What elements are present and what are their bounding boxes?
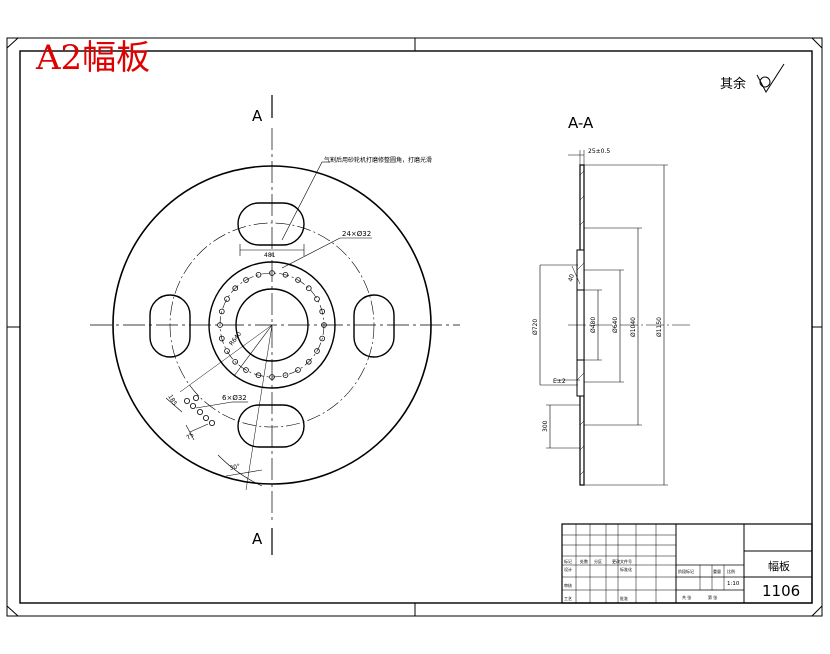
title-block <box>561 523 813 604</box>
bolt-hole <box>269 374 275 380</box>
tb-col-2: 更改文件号 <box>612 558 632 564</box>
bolt-hole <box>219 308 225 315</box>
bolt-hole <box>243 277 249 283</box>
vent-holes-dim: 6×Ø32 <box>222 394 247 402</box>
section-label-top: A <box>252 107 263 125</box>
top-thickness-dim: 25±0.5 <box>588 148 610 155</box>
bolt-hole <box>224 296 230 302</box>
bolt-hole <box>282 372 289 379</box>
title-overlay: A2幅板 <box>36 38 151 78</box>
bolt-hole <box>305 358 312 365</box>
sheet-border <box>6 37 823 617</box>
bolt-hole <box>243 367 249 373</box>
bolt-hole <box>314 296 320 302</box>
dia-720-dim: Ø720 <box>532 319 539 335</box>
tb-row-3: 工艺 <box>564 596 572 601</box>
slot-width-dim: 481 <box>264 252 276 259</box>
section-title: A-A <box>568 114 594 132</box>
bolt-hole <box>224 348 230 354</box>
roughness-symbol-icon <box>756 63 785 93</box>
scale: 1:10 <box>727 581 740 587</box>
dia-480-dim: Ø480 <box>590 317 597 333</box>
bolt-hole <box>255 271 262 278</box>
roughness-note: 其余 <box>720 63 785 93</box>
tb-stage-2: 比例 <box>727 568 735 574</box>
dim-300: 300 <box>542 420 549 432</box>
dia-1040-dim: Ø1040 <box>630 317 637 337</box>
vent-holes <box>183 394 215 426</box>
tb-sheet-0: 共 张 <box>682 594 691 600</box>
bolt-hole <box>269 270 275 276</box>
svg-text:其余: 其余 <box>720 76 746 92</box>
bolt-holes-dim: 24×Ø32 <box>342 230 371 238</box>
bolt-hole <box>217 322 223 328</box>
tb-row-2: 审核 <box>564 582 572 588</box>
bolt-hole <box>282 271 289 278</box>
bolt-hole <box>321 322 327 328</box>
bolt-hole <box>314 348 320 354</box>
tb-row-0: 标记 <box>564 558 572 564</box>
dim-185: 185 <box>166 394 178 408</box>
dia-1150-dim: Ø1150 <box>656 317 663 337</box>
tb-stage-1: 重量 <box>713 568 721 574</box>
tb-std: 标准化 <box>620 566 632 572</box>
title-block-text: 幅板 1106 1:10 标记 设计 审核 工艺 处数 分区 更改文件号 标准化… <box>564 558 800 601</box>
bolt-hole <box>255 372 262 379</box>
section-view <box>539 150 692 486</box>
tb-col-0: 处数 <box>580 558 588 564</box>
part-name: 幅板 <box>768 559 790 573</box>
dia-640-dim: Ø640 <box>612 317 619 333</box>
title-block-grid <box>562 524 676 603</box>
front-view <box>90 95 460 555</box>
leader-note: 气割后用砂轮机打磨修整圆角，打磨光滑 <box>324 156 432 164</box>
bolt-hole <box>319 335 326 342</box>
tb-col-1: 分区 <box>594 558 602 564</box>
hub-thickness-dim: 40 <box>567 273 576 282</box>
tb-stage-0: 阶段标记 <box>678 568 694 574</box>
bolt-hole <box>219 335 225 342</box>
bolt-hole <box>305 285 312 292</box>
bolt-circle-dim: R640 <box>228 330 243 347</box>
bolt-hole <box>295 367 301 373</box>
bolt-holes <box>217 270 327 380</box>
angle-30: 30° <box>229 463 241 472</box>
tb-row-1: 设计 <box>564 566 572 572</box>
bolt-hole <box>295 277 301 283</box>
bolt-hole <box>319 308 326 315</box>
tb-approve: 批准 <box>620 595 628 601</box>
drawing-number: 1106 <box>762 582 800 600</box>
tb-sheet-1: 第 张 <box>708 594 717 600</box>
dim-75: 75 <box>185 431 195 441</box>
bolt-hole <box>232 285 239 292</box>
lower-note: E±2 <box>553 378 566 385</box>
section-view-labels: A-A 25±0.5 40 E±2 Ø720 Ø480 Ø640 Ø1040 Ø… <box>532 114 663 432</box>
section-label-bottom: A <box>252 530 263 548</box>
bolt-hole <box>232 358 239 365</box>
